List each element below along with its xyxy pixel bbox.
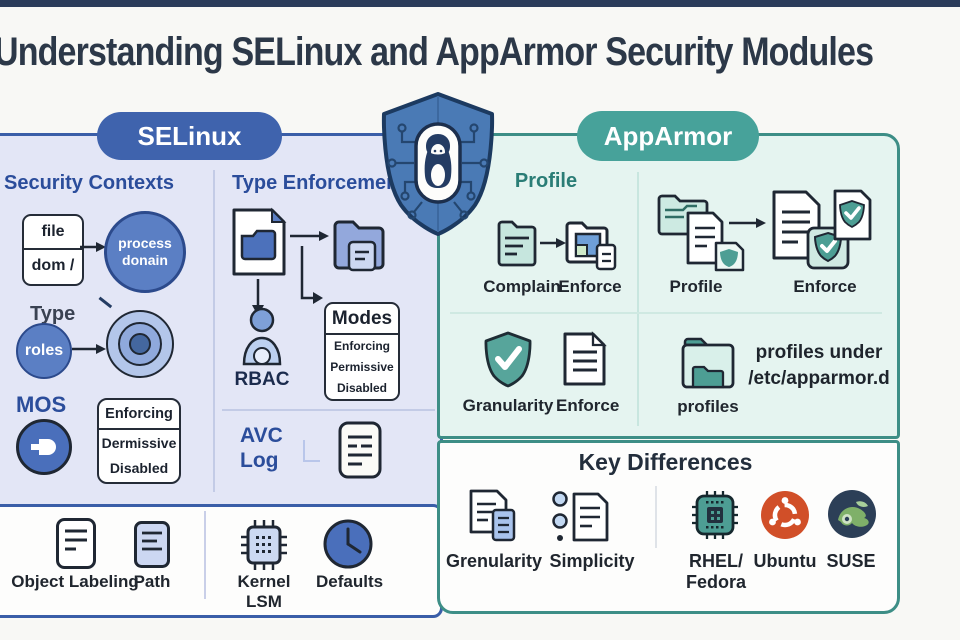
simplicity-label: Simplicity — [549, 551, 635, 571]
file-dom-box: file dom / — [22, 214, 84, 286]
avc-connector — [303, 440, 320, 462]
suse-logo-icon — [826, 488, 878, 540]
roles-label: roles — [24, 342, 64, 359]
target-icon — [106, 310, 174, 378]
path-label: Path — [133, 572, 171, 591]
suse-label: SUSE — [826, 551, 876, 571]
avc-line2: Log — [240, 449, 279, 472]
profiles-path-text: profiles under /etc/apparmor.d — [748, 342, 890, 389]
ubuntu-logo-icon — [759, 489, 811, 541]
rhel-fedora-label: RHEL/ Fedora — [686, 551, 746, 593]
rhel-chip-icon — [690, 489, 740, 541]
complain-label: Complain — [483, 277, 561, 296]
apparmor-header-pill: AppArmor — [577, 111, 759, 161]
top-border-bar — [0, 0, 960, 7]
process-domain-line1: process — [118, 235, 172, 251]
footer-divider — [204, 511, 206, 599]
file-label: file — [41, 223, 65, 240]
type-label: Type — [30, 303, 76, 325]
defaults-label: Defaults — [316, 572, 384, 591]
arrow-complain-to-enforce — [540, 236, 566, 250]
profile-shield-badge-icon — [713, 240, 746, 273]
enforce-label-top-right: Enforce — [793, 277, 857, 296]
rhel-label-line2: Fedora — [686, 572, 747, 592]
granularity-shield-icon — [482, 330, 534, 390]
modes-box: Modes Enforcing Permissive Disabled — [324, 302, 400, 401]
mode-disabled: Disabled — [109, 459, 169, 476]
object-labeling-document-icon — [55, 517, 97, 570]
enforce-label-top-left: Enforce — [558, 277, 622, 296]
kernel-chip-icon — [239, 518, 289, 572]
dom-label: dom / — [31, 257, 75, 274]
enforce-doc-shield-icon — [832, 188, 873, 242]
granularity-documents-icon — [468, 488, 518, 544]
rbac-person-icon — [240, 306, 284, 368]
process-domain-line2: donain — [122, 252, 168, 268]
object-labeling-label: Object Labeling — [11, 572, 139, 591]
profile-label: Profile — [669, 277, 723, 296]
enforce-folder-icon — [564, 214, 620, 272]
roles-circle: roles — [16, 323, 72, 379]
clock-icon — [322, 518, 374, 570]
complain-profile-icon — [496, 214, 538, 268]
kernel-lsm-label: Kernel LSM — [237, 572, 291, 611]
arrow-profile-to-enforce — [729, 216, 767, 230]
page-title: Understanding SELinux and AppArmor Secur… — [0, 30, 874, 74]
ubuntu-label: Ubuntu — [753, 551, 817, 571]
apparmor-column-divider — [637, 172, 639, 426]
path-document-icon — [133, 520, 171, 569]
selinux-header-pill: SELinux — [97, 112, 282, 160]
grenularity-label: Grenularity — [445, 551, 543, 571]
apparmor-header-label: AppArmor — [603, 120, 733, 151]
policy-file-icon — [230, 206, 288, 278]
mode-dermissive: Dermissive — [101, 434, 177, 451]
shield-tux-icon — [376, 90, 500, 238]
rbac-label: RBAC — [234, 369, 290, 390]
simplicity-list-icon — [552, 490, 610, 544]
modes-disabled: Disabled — [336, 380, 387, 395]
arrow-file-to-domain — [80, 240, 106, 254]
log-document-icon — [337, 420, 383, 480]
avc-line1: AVC — [240, 424, 283, 447]
rhel-label-line1: RHEL/ — [689, 551, 743, 571]
arrow-policy-to-modes — [294, 246, 328, 308]
profiles-label: profiles — [677, 397, 739, 416]
arrow-policy-to-folder — [290, 229, 330, 243]
avc-section-divider — [222, 409, 435, 411]
security-contexts-heading: Security Contexts — [4, 172, 175, 194]
modes-permissive: Permissive — [330, 359, 394, 374]
profiles-folder-icon — [679, 333, 737, 393]
folder-document-icon — [331, 212, 387, 274]
plug-icon — [16, 419, 72, 475]
mode-enforcing: Enforcing — [105, 406, 173, 422]
modes-title: Modes — [331, 307, 393, 329]
granularity-label: Granularity — [462, 396, 554, 415]
process-domain-circle: process donain — [104, 211, 186, 293]
profile-section-heading: Profile — [514, 170, 578, 192]
enforce-document-icon — [561, 330, 608, 388]
enforce-label-bottom: Enforce — [556, 396, 620, 415]
apparmor-row-divider — [450, 312, 882, 314]
avc-log-label: AVC Log — [240, 423, 283, 473]
modes-enforcing: Enforcing — [334, 338, 390, 353]
selinux-header-label: SELinux — [137, 120, 242, 151]
selinux-mode-box: Enforcing Dermissive Disabled — [97, 398, 181, 484]
key-differences-divider — [655, 486, 657, 548]
key-differences-heading: Key Differences — [578, 449, 753, 475]
arrow-roles-to-target — [72, 342, 106, 356]
selinux-column-divider — [213, 170, 215, 492]
type-enforcement-heading: Type Enforcemen — [232, 172, 399, 194]
mos-label: MOS — [16, 392, 67, 417]
